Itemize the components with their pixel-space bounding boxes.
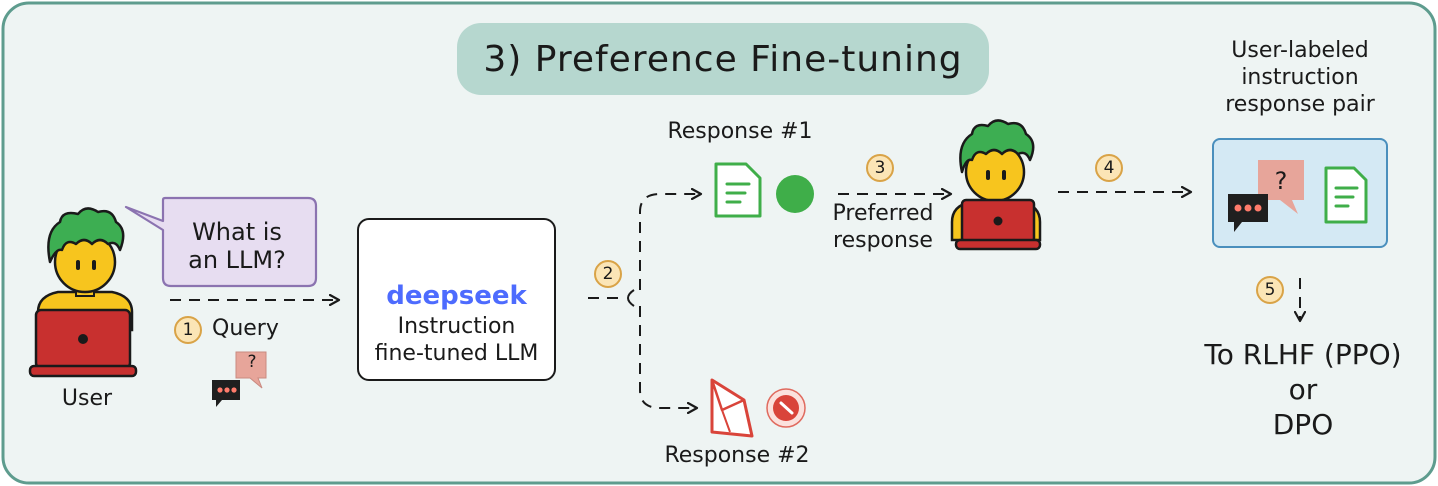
branch-fork: [627, 289, 635, 307]
step-badge-1: 1: [174, 316, 202, 344]
document-icon: [714, 162, 762, 218]
chat-question-icon: [212, 351, 267, 407]
diagram-title: 3) Preference Fine-tuning: [483, 38, 963, 80]
laptop-icon: [28, 308, 138, 378]
title-pill: 3) Preference Fine-tuning: [457, 23, 989, 95]
destination-label: To RLHF (PPO) or DPO: [1204, 338, 1402, 441]
response-1-label: Response #1: [667, 119, 813, 144]
pair-chat-question-icon: ?: [1228, 160, 1304, 232]
llm-box: [357, 218, 556, 381]
preferred-response-label: Preferred response: [832, 201, 934, 253]
response-2-label: Response #2: [664, 443, 810, 468]
user-label: User: [61, 386, 113, 411]
step-badge-2: 2: [594, 260, 622, 288]
svg-text:?: ?: [1275, 167, 1288, 195]
query-icon-glyph: ?: [247, 352, 257, 372]
green-dot-icon: [776, 175, 814, 213]
branch-connector: [588, 194, 700, 408]
pair-document-icon: [1324, 166, 1368, 224]
step-badge-3: 3: [866, 154, 894, 182]
pair-box: ?: [1212, 138, 1388, 248]
crumpled-document-icon: [710, 378, 754, 438]
step-badge-5: 5: [1256, 276, 1284, 304]
step-badge-4: 4: [1095, 154, 1123, 182]
pair-label: User-labeled instruction response pair: [1225, 38, 1375, 117]
red-reject-icon: [766, 388, 806, 428]
speech-bubble-icon: [124, 196, 318, 288]
llm-label: Instruction fine-tuned LLM: [374, 314, 539, 366]
labeler-laptop-icon: [954, 198, 1042, 251]
query-label: Query: [212, 316, 279, 341]
query-bubble-text: What is an LLM?: [188, 218, 286, 275]
llm-brand: deepseek: [386, 281, 527, 311]
